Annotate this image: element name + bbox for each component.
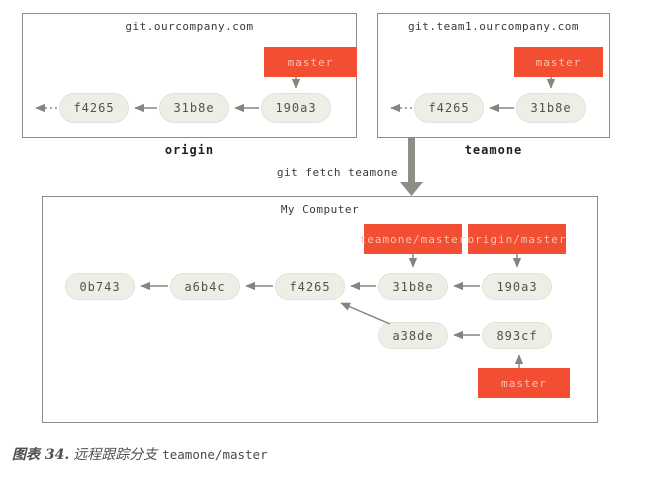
figure-caption-code: teamone/master: [162, 447, 268, 462]
fetch-command-label: git fetch teamone: [276, 166, 398, 179]
local-commit-a6b4c: a6b4c: [170, 273, 240, 300]
local-commit-31b8e: 31b8e: [378, 273, 448, 300]
figure-caption: 图表 34.远程跟踪分支 teamone/master: [12, 444, 268, 464]
teamone-master-ref: master: [514, 47, 603, 77]
local-commit-f4265: f4265: [275, 273, 345, 300]
local-commit-a38de: a38de: [378, 322, 448, 349]
origin-commit-190a3: 190a3: [261, 93, 331, 123]
origin-commit-31b8e: 31b8e: [159, 93, 229, 123]
remote-teamone-label: teamone: [464, 143, 523, 157]
teamone-commit-f4265: f4265: [414, 93, 484, 123]
teamone-commit-31b8e: 31b8e: [516, 93, 586, 123]
local-origin-master-ref: origin/master: [467, 224, 566, 254]
local-teamone-master-ref: teamone/master: [360, 224, 465, 254]
remote-origin-label: origin: [164, 143, 215, 157]
figure-number: 图表 34.: [12, 447, 70, 463]
local-commit-190a3: 190a3: [482, 273, 552, 300]
local-master-ref: master: [478, 368, 570, 398]
remote-teamone-title: git.team1.ourcompany.com: [408, 20, 579, 33]
origin-master-ref: master: [264, 47, 357, 77]
local-computer-title: My Computer: [280, 203, 360, 216]
local-commit-893cf: 893cf: [482, 322, 552, 349]
remote-origin-title: git.ourcompany.com: [125, 20, 254, 33]
figure-caption-text: 远程跟踪分支: [73, 447, 158, 463]
local-commit-0b743: 0b743: [65, 273, 135, 300]
origin-commit-f4265: f4265: [59, 93, 129, 123]
